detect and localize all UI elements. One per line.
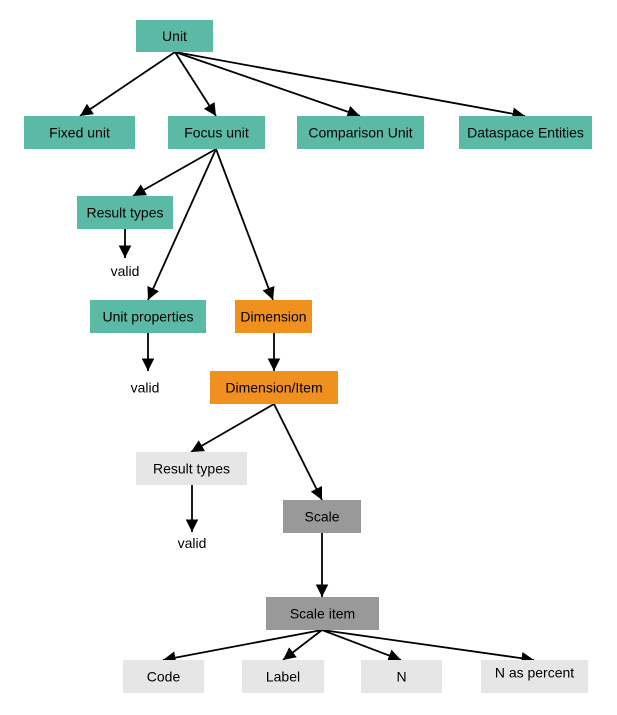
node-box <box>283 500 361 533</box>
node-focus-unit: Focus unit <box>168 116 265 149</box>
edge-focus-unit-to-unit-properties <box>147 148 217 301</box>
node-box <box>168 116 265 149</box>
node-valid-3: valid <box>178 535 207 551</box>
node-scale: Scale <box>283 500 361 533</box>
edge-unit-to-fixed-unit <box>79 51 176 117</box>
node-label: Dimension <box>240 309 306 325</box>
edge-unit-to-comparison-unit <box>174 51 361 118</box>
edge-focus-unit-to-dimension <box>215 148 275 301</box>
node-box <box>235 300 312 333</box>
node-label: Result types <box>153 461 230 477</box>
node-box <box>361 660 442 693</box>
edge-focus-unit-to-result-types-1 <box>132 148 217 197</box>
edge-dimension-item-to-scale <box>273 403 323 501</box>
node-label: valid <box>131 380 160 396</box>
node-box <box>210 371 338 404</box>
node-label: Code <box>147 669 181 685</box>
node-n: N <box>361 660 442 693</box>
node-label: Comparison Unit <box>308 125 412 141</box>
node-valid-2: valid <box>81 371 209 404</box>
node-comparison-unit: Comparison Unit <box>297 116 424 149</box>
node-label: Focus unit <box>184 125 249 141</box>
node-box <box>136 452 247 485</box>
node-result-types-2: Result types <box>136 452 247 485</box>
node-box <box>90 300 206 333</box>
node-dimension-item: Dimension/Item <box>210 371 338 404</box>
node-label: N <box>396 669 406 685</box>
edge-scale-item-to-label <box>282 629 323 661</box>
node-dataspace-entities: Dataspace Entities <box>459 116 592 149</box>
edge-dimension-item-to-result-types-2 <box>190 403 275 453</box>
node-label: Result types <box>86 205 163 221</box>
edge-scale-item-to-n-as-percent <box>321 629 535 665</box>
node-fixed-unit: Fixed unit <box>24 116 135 149</box>
node-label: Unit properties <box>102 309 193 325</box>
node-box <box>123 660 204 693</box>
node-valid-1: valid <box>111 263 140 279</box>
node-result-types-1: Result types <box>77 196 173 229</box>
node-label: Scale <box>304 509 339 525</box>
node-label: Scale item <box>290 606 355 622</box>
node-label: Dataspace Entities <box>467 125 584 141</box>
edge-scale-item-to-n <box>321 629 402 662</box>
node-unit: Unit <box>136 20 213 52</box>
node-box <box>459 116 592 149</box>
node-box <box>266 597 379 630</box>
node-box <box>242 660 324 693</box>
node-box <box>81 371 209 404</box>
node-box <box>481 660 588 693</box>
node-box <box>297 116 424 149</box>
node-n-as-percent: N as percent <box>481 660 588 693</box>
node-code: Code <box>123 660 204 693</box>
node-dimension: Dimension <box>235 300 312 333</box>
node-scale-item: Scale item <box>266 597 379 630</box>
node-box <box>136 20 213 52</box>
node-label: Dimension/Item <box>225 380 322 396</box>
node-label: valid <box>111 263 140 279</box>
node-label: Label <box>266 669 300 685</box>
edge-scale-item-to-code <box>162 629 323 664</box>
node-label: valid <box>178 535 207 551</box>
edges-layer <box>79 51 535 665</box>
edge-unit-to-dataspace-entities <box>174 51 526 120</box>
node-box <box>77 196 173 229</box>
node-label: Unit <box>162 28 187 44</box>
node-unit-properties: Unit properties <box>90 300 206 333</box>
node-label: N as percent <box>495 665 574 681</box>
node-label: Fixed unit <box>49 125 110 141</box>
node-box <box>24 116 135 149</box>
edge-unit-to-focus-unit <box>174 51 217 117</box>
node-label: Label <box>242 660 324 693</box>
